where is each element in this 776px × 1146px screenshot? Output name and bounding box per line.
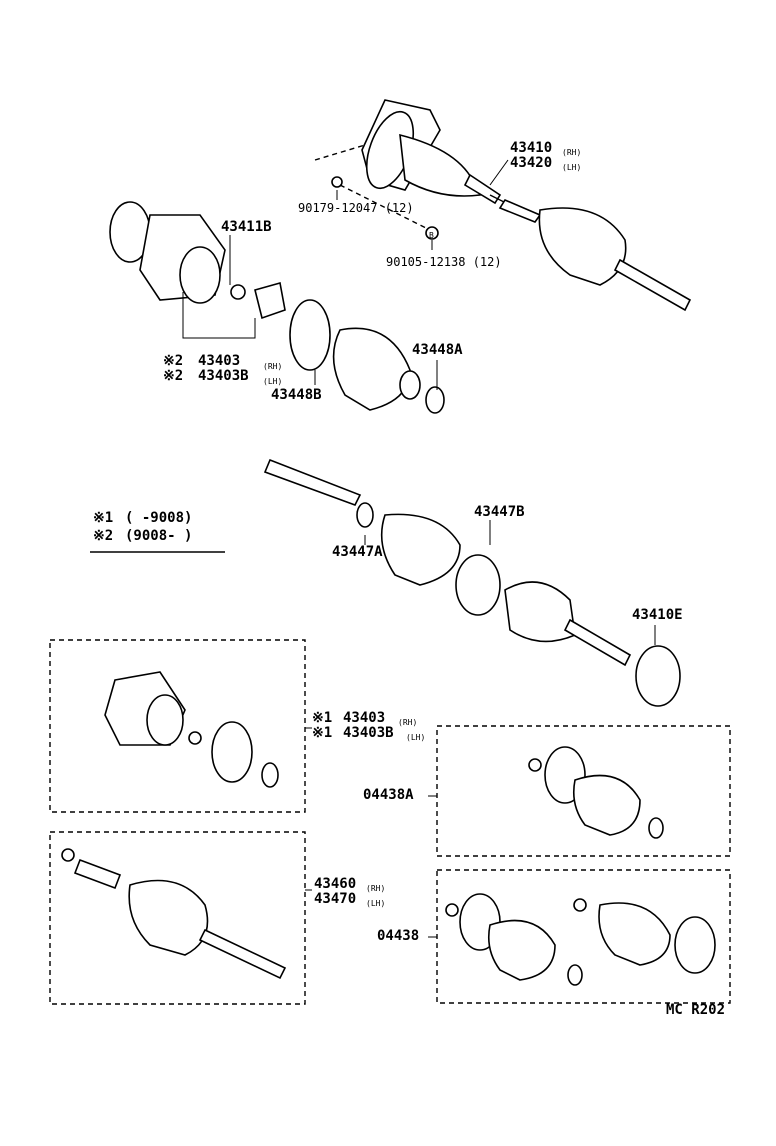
variant-mark-box-43403B: ※1	[312, 725, 333, 741]
part-number-43460: 43460	[314, 876, 357, 892]
part-number-43448B: 43448B	[271, 387, 322, 403]
part-number-43410E: 43410E	[632, 607, 683, 623]
part-number-43403: 43403	[198, 353, 241, 369]
part-number-43447A: 43447A	[332, 544, 383, 560]
part-number-box-43403B: 43403B	[343, 725, 394, 741]
part-number-43403B: 43403B	[198, 368, 249, 384]
drive-shaft-assembly-top	[314, 99, 692, 312]
variant-mark-box-43403: ※1	[312, 710, 333, 726]
inboard-joint-assembly	[109, 201, 445, 414]
diagram-code: MC R202	[666, 1002, 726, 1018]
part-number-04438A: 04438A	[363, 787, 414, 803]
part-number-43448A: 43448A	[412, 342, 463, 358]
kit-box-04438A	[436, 725, 731, 857]
side-rh-43460: (RH)	[366, 884, 386, 893]
legend-mark-2: ※2	[93, 528, 114, 544]
kit-04438A-parts	[528, 746, 664, 839]
drive-shaft-assembly-middle	[263, 458, 681, 707]
side-lh-43403B: (LH)	[263, 377, 283, 386]
kit-43460-parts	[61, 848, 287, 980]
side-lh-box-43403B: (LH)	[406, 733, 426, 742]
variant-mark-43403B: ※2	[163, 368, 184, 384]
side-lh-43470: (LH)	[366, 899, 386, 908]
side-rh-43410: (RH)	[562, 148, 582, 157]
part-number-43470: 43470	[314, 891, 357, 907]
part-number-43411B: 43411B	[221, 219, 272, 235]
legend-mark-1: ※1	[93, 510, 114, 526]
part-number-90179: 90179-12047 (12)	[298, 201, 414, 215]
legend-range-2: (9008- )	[125, 528, 193, 544]
kit-box-43460	[49, 831, 306, 1005]
part-number-04438: 04438	[377, 928, 420, 944]
part-number-43420: 43420	[510, 155, 553, 171]
side-rh-box-43403: (RH)	[398, 718, 418, 727]
part-number-43447B: 43447B	[474, 504, 525, 520]
legend-range-1: ( -9008)	[125, 510, 193, 526]
part-number-90105: 90105-12138 (12)	[386, 255, 502, 269]
bolt-marker: B	[429, 231, 434, 240]
kit-box-43403	[49, 639, 306, 813]
side-rh-43403: (RH)	[263, 362, 283, 371]
variant-mark-43403: ※2	[163, 353, 184, 369]
side-lh-43420: (LH)	[562, 163, 582, 172]
part-number-43410: 43410	[510, 140, 553, 156]
kit-04438-parts	[445, 893, 716, 986]
kit-43403-parts	[104, 671, 279, 788]
part-number-box-43403: 43403	[343, 710, 386, 726]
